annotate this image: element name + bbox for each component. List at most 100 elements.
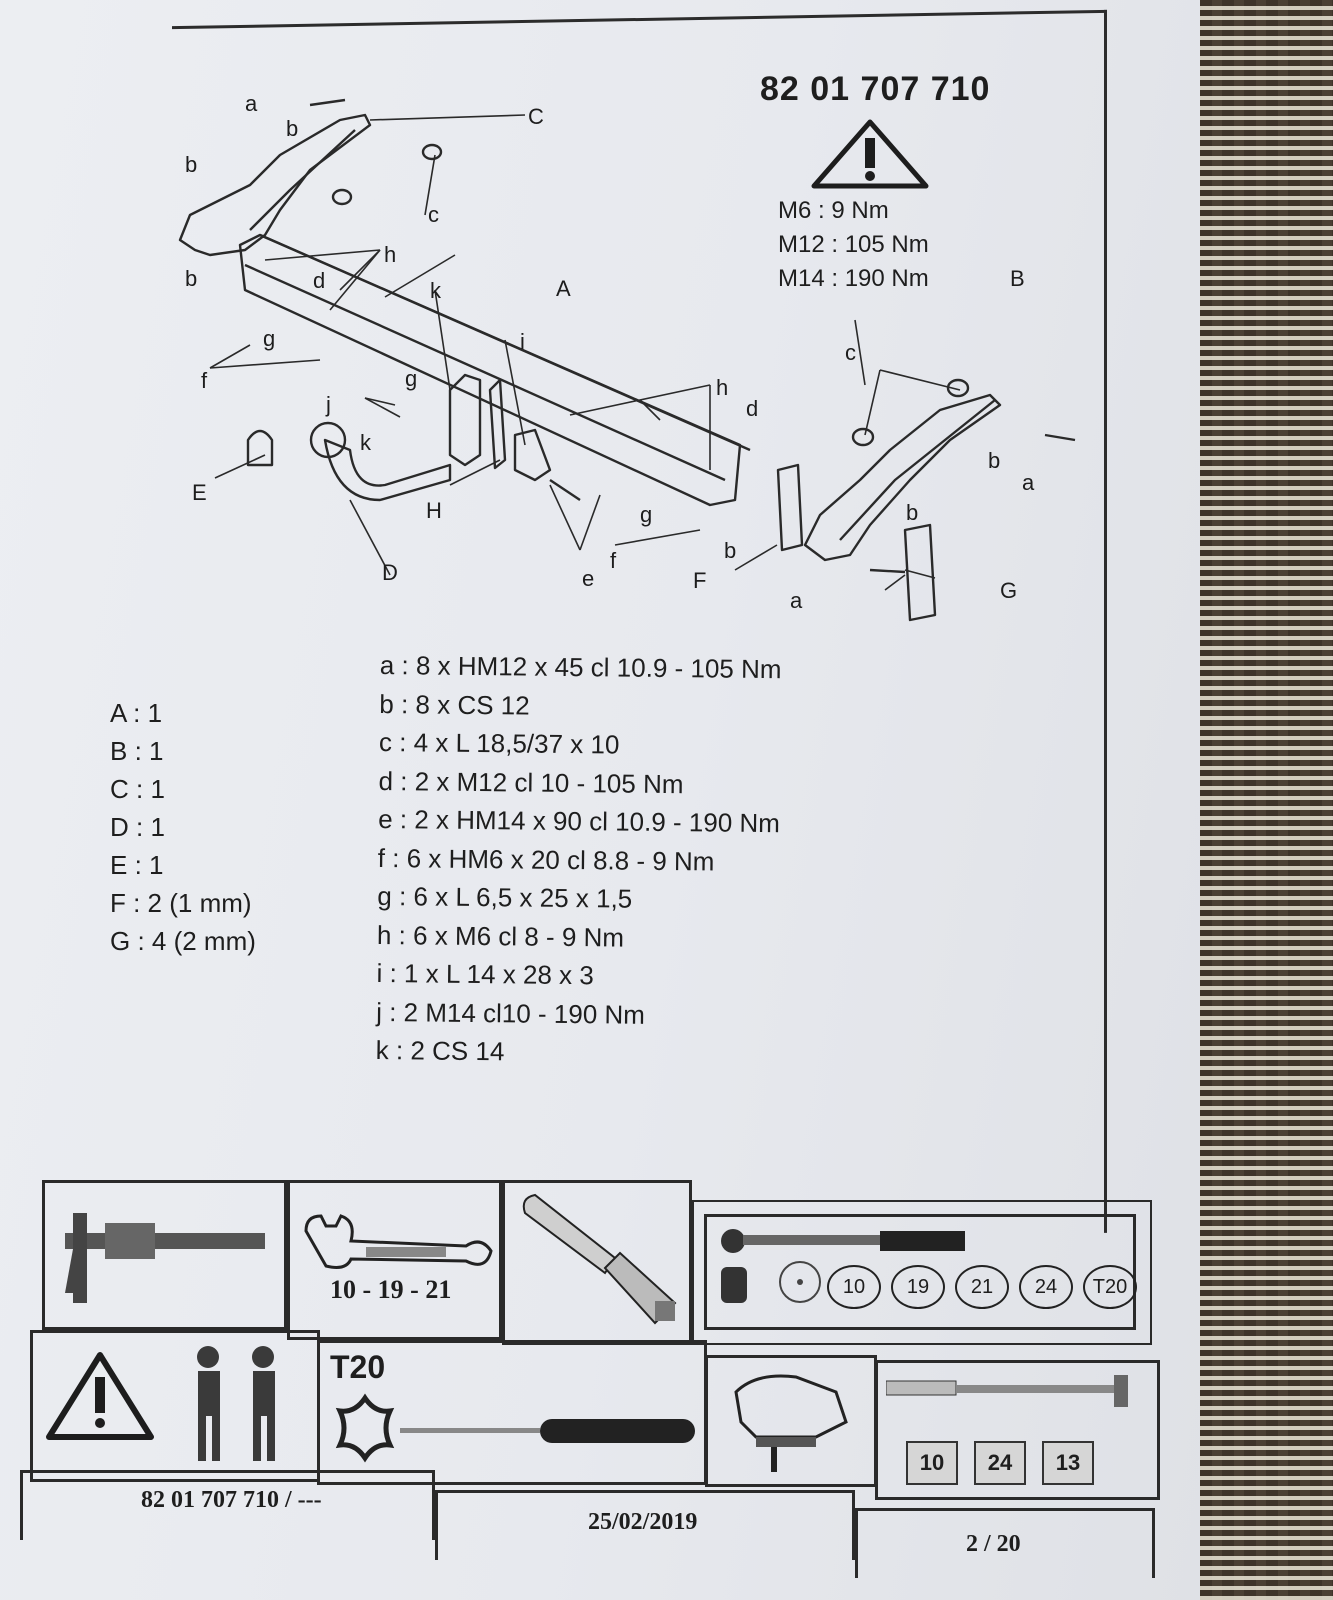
quantity-d: D : 1 — [110, 812, 165, 842]
part-e: e : 2 x HM14 x 90 cl 10.9 - 190 Nm — [378, 803, 781, 839]
towbar-exploded-diagram: C a b b c h b d k A g i f g j k h d c B … — [178, 91, 1076, 622]
combination-wrench-icon — [304, 1214, 493, 1269]
footer-reference: 82 01 707 710 / --- — [141, 1487, 322, 1513]
label-D: D — [382, 560, 398, 585]
part-h: h : 6 x M6 cl 8 - 9 Nm — [376, 919, 625, 953]
socket-size-24: 24 — [1019, 1265, 1073, 1309]
torx-screwdriver-cell: T20 — [317, 1340, 707, 1485]
scraper-icon — [522, 1193, 677, 1325]
wrench-sizes-label: 10 - 19 - 21 — [330, 1275, 452, 1304]
label-h-top: h — [384, 242, 396, 267]
socket-wrench-size-10: 10 — [906, 1441, 958, 1485]
torque-socket-sizes: 10 19 21 24 T20 — [827, 1265, 1137, 1309]
footer-date: 25/02/2019 — [588, 1509, 698, 1535]
part-d: d : 2 x M12 cl 10 - 105 Nm — [378, 765, 684, 799]
part-g: g : 6 x L 6,5 x 25 x 1,5 — [377, 880, 633, 914]
footer-page-cell: 2 / 20 — [855, 1508, 1155, 1578]
label-B: B — [1010, 266, 1025, 291]
tow-ball — [309, 421, 347, 459]
socket-size-10: 10 — [827, 1265, 881, 1309]
label-b-right: b — [988, 448, 1000, 473]
combination-wrench-cell: 10 - 19 - 21 — [287, 1180, 502, 1340]
socket-size-19: 19 — [891, 1265, 945, 1309]
warning-icon-bottom — [46, 1352, 154, 1440]
label-g-left: g — [263, 326, 275, 351]
label-c-top: c — [428, 202, 439, 227]
footer-date-cell: 25/02/2019 — [435, 1490, 855, 1560]
label-i: i — [520, 329, 525, 354]
washer-c1 — [421, 143, 443, 161]
bracket-b-shape — [803, 393, 1002, 562]
label-e: e — [582, 566, 594, 591]
two-person-warning-cell — [30, 1330, 320, 1482]
assembly-quantity-list: A : 1 B : 1 C : 1 D : 1 E : 1 F : 2 (1 m… — [110, 694, 256, 960]
instruction-sheet: C a b b c h b d k A g i f g j k h d c B … — [0, 0, 1200, 1600]
label-C: C — [528, 104, 544, 129]
washer-c3 — [946, 378, 970, 398]
footer-reference-cell: 82 01 707 710 / --- — [20, 1470, 435, 1540]
label-b-shim: b — [724, 538, 736, 563]
torx-label: T20 — [330, 1349, 386, 1385]
label-g-right: g — [640, 502, 652, 527]
label-a-lower: a — [790, 588, 803, 613]
label-k-top: k — [430, 278, 442, 303]
label-E: E — [192, 480, 207, 505]
quantity-c: C : 1 — [110, 774, 165, 804]
part-k: k : 2 CS 14 — [375, 1034, 505, 1067]
part-b: b : 8 x CS 12 — [379, 688, 530, 721]
label-b-mid: b — [185, 266, 197, 291]
torque-spec-m14: M14 : 190 Nm — [778, 265, 929, 292]
label-F: F — [693, 568, 706, 593]
part-a: a : 8 x HM12 x 45 cl 10.9 - 105 Nm — [379, 649, 782, 685]
bracket-b-arm — [839, 399, 996, 541]
two-workers-icon — [197, 1346, 275, 1461]
torque-spec-m12: M12 : 105 Nm — [778, 231, 929, 258]
quantity-b: B : 1 — [110, 736, 164, 766]
label-j: j — [325, 392, 331, 417]
socket-wrench-size-13: 13 — [1042, 1441, 1094, 1485]
bolt-a1 — [309, 98, 346, 107]
bolt-e — [549, 479, 581, 501]
label-b-lower: b — [906, 500, 918, 525]
scraper-cell — [502, 1180, 692, 1345]
socket-size-t20: T20 — [1083, 1265, 1137, 1309]
bolt-a3 — [869, 568, 906, 574]
part-j: j : 2 M14 cl10 - 190 Nm — [376, 996, 646, 1030]
part-c: c : 4 x L 18,5/37 x 10 — [378, 726, 620, 760]
cover-e — [246, 429, 274, 467]
socket-size-21: 21 — [955, 1265, 1009, 1309]
quantity-f: F : 2 (1 mm) — [110, 888, 252, 918]
caliper-icon — [65, 1213, 265, 1303]
torque-wrench-inner: 10 19 21 24 T20 — [704, 1214, 1137, 1330]
torque-gauge-icon — [779, 1261, 821, 1303]
label-k-mid: k — [360, 430, 372, 455]
label-c-right: c — [845, 340, 856, 365]
hardware-parts-list: a : 8 x HM12 x 45 cl 10.9 - 105 Nm b : 8… — [376, 646, 782, 1074]
washer-c4 — [851, 427, 875, 447]
label-d-right: d — [746, 396, 758, 421]
footer-page: 2 / 20 — [966, 1531, 1021, 1557]
label-a-top: a — [245, 91, 258, 116]
torque-wrench-icon — [721, 1229, 965, 1253]
torque-wrench-cell: 10 19 21 24 T20 — [692, 1200, 1152, 1345]
tow-neck-d — [323, 438, 452, 502]
tools-panel: 10 - 19 - 21 — [20, 1180, 1160, 1600]
label-b-left: b — [185, 152, 197, 177]
bracket-c-arm — [249, 129, 356, 231]
label-g-mid: g — [405, 366, 417, 391]
shim-g — [903, 523, 937, 622]
mounting-plate-h2 — [488, 378, 507, 470]
table-mat — [1200, 0, 1333, 1600]
socket-wrench-cell: 10 24 13 — [875, 1360, 1160, 1500]
mounting-plate-h — [448, 373, 482, 467]
quantity-a: A : 1 — [110, 698, 163, 728]
part-f: f : 6 x HM6 x 20 cl 8.8 - 9 Nm — [377, 842, 715, 877]
torque-spec-list: M6 : 9 Nm M12 : 105 Nm M14 : 190 Nm — [778, 194, 929, 296]
part-i: i : 1 x L 14 x 28 x 3 — [376, 957, 595, 991]
bolt-a2 — [1044, 433, 1076, 442]
torx-bit-icon — [335, 1393, 395, 1463]
label-b-top: b — [286, 116, 298, 141]
socket-plate — [513, 428, 552, 482]
jigsaw-cell — [705, 1355, 877, 1487]
socket-wrench-size-24: 24 — [974, 1441, 1026, 1485]
